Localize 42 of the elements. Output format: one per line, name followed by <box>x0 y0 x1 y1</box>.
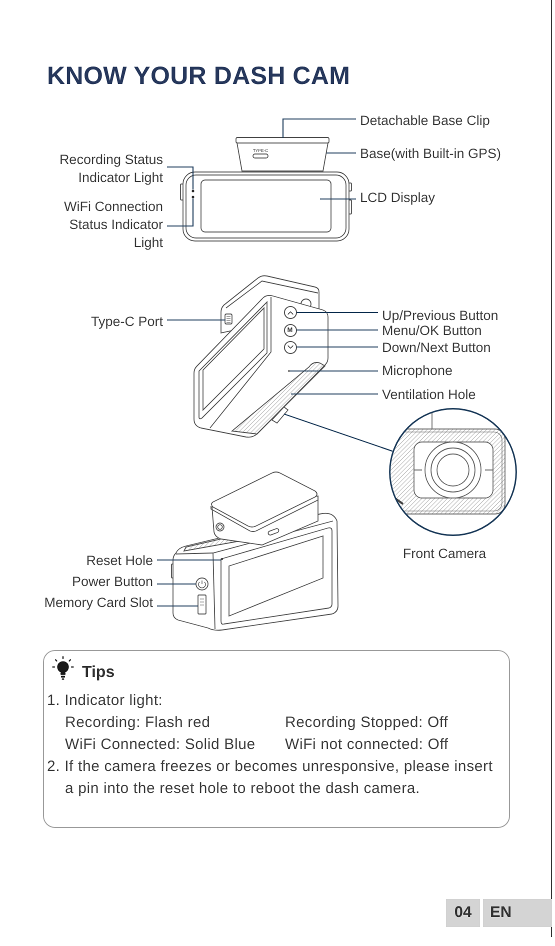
tip-text: WiFi not connected: Off <box>285 735 448 755</box>
leader-line <box>296 329 378 331</box>
tip-text: WiFi Connected: Solid Blue <box>65 735 256 755</box>
part-label: WiFi Connection Status Indicator Light <box>51 198 167 252</box>
part-label: Type-C Port <box>90 314 167 328</box>
leader-line <box>296 346 378 348</box>
tips-panel <box>43 650 510 828</box>
page-number-tab: 04 <box>446 899 480 927</box>
tip-text: Recording: Flash red <box>65 713 210 733</box>
part-label: Up/Previous Button <box>378 308 498 322</box>
leader-line <box>157 559 221 561</box>
part-label: LCD Display <box>356 190 436 204</box>
part-label: Microphone <box>378 362 453 378</box>
part-label: Detachable Base Clip <box>356 112 490 128</box>
part-label: Power Button <box>72 574 157 588</box>
leader-line <box>320 198 356 200</box>
part-label: Memory Card Slot <box>44 594 157 610</box>
leader-line <box>167 319 226 321</box>
part-label: Reset Hole <box>86 552 157 568</box>
leader-line <box>296 312 378 314</box>
page-title: KNOW YOUR DASH CAM <box>47 61 350 91</box>
part-label: Recording Status Indicator Light <box>51 151 167 187</box>
leader-line <box>167 198 194 227</box>
leader-line <box>282 118 356 138</box>
inset-caption: Front Camera <box>402 546 486 560</box>
tip-text: Recording Stopped: Off <box>285 713 448 733</box>
part-label: Down/Next Button <box>378 340 491 354</box>
lens-closeup-inset <box>389 408 517 536</box>
part-label: Ventilation Hole <box>378 386 476 402</box>
tips-heading: Tips <box>82 663 115 683</box>
leader-line <box>326 152 356 154</box>
leader-line <box>157 605 198 607</box>
part-label: Menu/OK Button <box>378 322 482 338</box>
part-label: Base(with Built-in GPS) <box>356 146 502 160</box>
leader-line <box>284 413 393 452</box>
leader-line <box>290 370 378 372</box>
leader-line <box>157 583 196 585</box>
tip-text: 1. Indicator light: <box>47 691 163 711</box>
leader-line <box>167 166 194 190</box>
leader-line <box>291 393 378 395</box>
language-tab: EN <box>483 899 552 927</box>
tip-text: 2. If the camera freezes or becomes unresponsive, please insert a pin into the reset hole to reboot the dash camera. <box>47 757 494 799</box>
